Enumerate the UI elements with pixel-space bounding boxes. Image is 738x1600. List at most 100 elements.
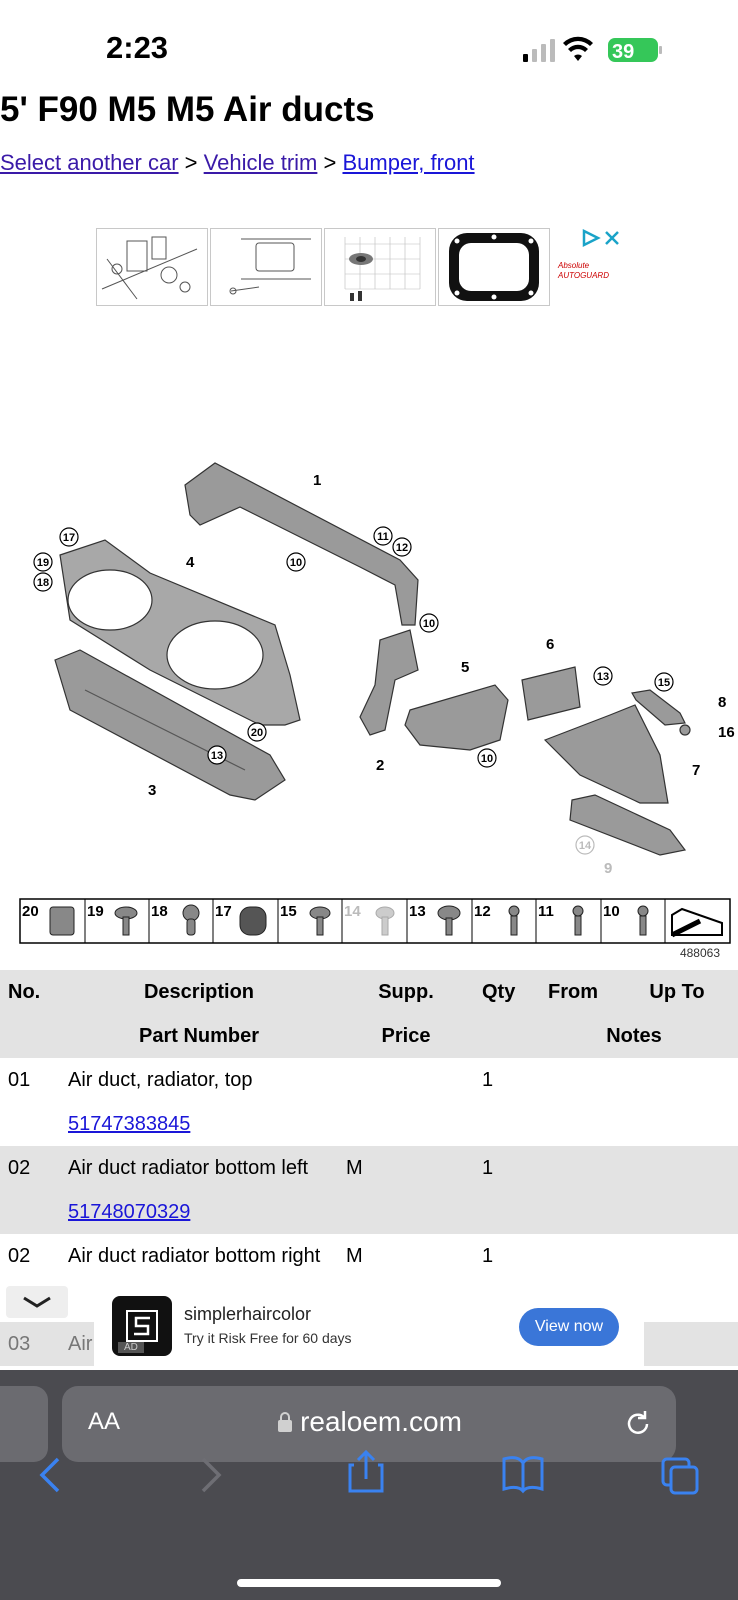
ad-choices-icon[interactable] (558, 228, 638, 248)
col-part-number: Part Number (60, 1014, 338, 1058)
part-number-link[interactable]: 51748070329 (68, 1200, 191, 1223)
svg-text:2: 2 (376, 757, 384, 774)
ad-badge: AD (118, 1342, 144, 1353)
breadcrumb-select-car-link[interactable]: Select another car (0, 150, 179, 175)
home-indicator (237, 1579, 501, 1587)
ad-brand[interactable]: Absolute AUTOGUARD (558, 228, 638, 304)
diagram-id: 488063 (680, 946, 720, 960)
svg-text:6: 6 (546, 636, 554, 653)
bookmarks-icon[interactable] (502, 1456, 544, 1494)
row-description: Air duct, radiator, top (68, 1068, 253, 1091)
col-no: No. (0, 970, 60, 1014)
breadcrumb-vehicle-trim-link[interactable]: Vehicle trim (203, 150, 318, 175)
svg-text:20: 20 (22, 903, 39, 920)
ad-title: simplerhaircolor (184, 1304, 312, 1324)
tabs-icon[interactable] (661, 1457, 699, 1495)
url-field[interactable]: realoem.com (62, 1406, 676, 1438)
text-size-button[interactable]: AA (88, 1408, 121, 1435)
row-supp: M (338, 1146, 474, 1190)
svg-text:17: 17 (215, 903, 232, 920)
col-notes: Notes (530, 1014, 738, 1058)
svg-text:3: 3 (148, 782, 156, 799)
status-icons: 39 (520, 34, 670, 71)
previous-tab-peek[interactable] (0, 1386, 48, 1462)
svg-text:11: 11 (538, 903, 554, 920)
svg-text:15: 15 (658, 677, 670, 689)
breadcrumb-bumper-front-link[interactable]: Bumper, front (342, 150, 475, 175)
status-time: 2:23 (106, 30, 169, 65)
svg-text:14: 14 (579, 840, 592, 852)
table-row: 02 Air duct radiator bottom left M 1 (0, 1146, 738, 1190)
svg-text:10: 10 (603, 903, 620, 920)
ad-app-icon[interactable]: AD (112, 1296, 172, 1356)
reload-icon[interactable] (622, 1408, 654, 1440)
overlay-ad[interactable]: AD simplerhaircolor Try it Risk Free for… (94, 1284, 644, 1368)
chevron-down-icon[interactable] (6, 1286, 68, 1318)
browser-toolbar: AA realoem.com (0, 1370, 738, 1600)
svg-text:7: 7 (692, 762, 700, 779)
svg-text:14: 14 (344, 903, 361, 920)
table-header-row: Part Number Price Notes (0, 1014, 738, 1058)
navigation-buttons (39, 1449, 699, 1495)
row-supp (338, 1058, 474, 1102)
row-qty: 1 (482, 1068, 494, 1091)
back-icon[interactable] (39, 1457, 60, 1493)
ad-brand-logo: Absolute AUTOGUARD (558, 261, 609, 280)
svg-text:1: 1 (313, 472, 321, 489)
col-from: From (530, 970, 616, 1014)
share-icon[interactable] (348, 1449, 384, 1493)
table-row: 51748070329 (0, 1190, 738, 1234)
row-qty: 1 (474, 1146, 530, 1190)
table-header-row: No. Description Supp. Qty From Up To (0, 970, 738, 1014)
col-qty: Qty (474, 970, 530, 1014)
svg-text:4: 4 (186, 554, 195, 571)
forward-icon[interactable] (201, 1457, 222, 1493)
part-number-link[interactable]: 51747383845 (68, 1112, 191, 1135)
status-bar: 2:23 39 (0, 0, 738, 100)
col-upto: Up To (616, 970, 738, 1014)
svg-text:19: 19 (37, 557, 49, 569)
svg-text:10: 10 (481, 753, 493, 765)
parts-table: No. Description Supp. Qty From Up To Par… (0, 970, 738, 1366)
col-supp: Supp. (338, 970, 474, 1014)
col-price: Price (338, 1014, 474, 1058)
svg-text:13: 13 (597, 671, 609, 683)
breadcrumb: Select another car > Vehicle trim > Bump… (0, 150, 475, 176)
svg-text:18: 18 (151, 903, 168, 920)
svg-text:8: 8 (718, 694, 726, 711)
svg-text:12: 12 (474, 903, 491, 920)
ad-logo-icon (126, 1310, 158, 1342)
svg-text:18: 18 (37, 577, 49, 589)
address-bar[interactable]: AA realoem.com (62, 1386, 676, 1462)
url-text: realoem.com (300, 1406, 462, 1437)
row-qty: 1 (482, 1244, 494, 1267)
svg-text:11: 11 (377, 531, 389, 543)
table-row: 51747383845 (0, 1102, 738, 1146)
svg-text:10: 10 (423, 618, 435, 630)
ad-product-image[interactable] (324, 228, 436, 306)
svg-text:20: 20 (251, 727, 263, 739)
row-supp: M (346, 1244, 363, 1267)
ad-subtitle: Try it Risk Free for 60 days (184, 1330, 352, 1346)
table-row: 01 Air duct, radiator, top 1 (0, 1058, 738, 1102)
svg-text:13: 13 (211, 750, 223, 762)
svg-text:15: 15 (280, 903, 297, 920)
ad-collapse-button[interactable] (6, 1286, 68, 1318)
svg-text:10: 10 (290, 557, 302, 569)
row-no: 01 (8, 1068, 31, 1091)
ad-banner[interactable]: Absolute AUTOGUARD (96, 228, 640, 308)
view-now-button[interactable]: View now (519, 1308, 619, 1346)
col-description: Description (60, 970, 338, 1014)
svg-text:5: 5 (461, 659, 469, 676)
row-no: 03 (0, 1322, 60, 1366)
svg-text:13: 13 (409, 903, 426, 920)
svg-text:16: 16 (718, 724, 735, 741)
ad-product-image[interactable] (438, 228, 550, 306)
ad-product-image[interactable] (210, 228, 322, 306)
signal-wifi-battery-icons: 39 (523, 36, 662, 63)
ad-product-image[interactable] (96, 228, 208, 306)
table-row: 02 Air duct radiator bottom right M 1 (0, 1234, 738, 1278)
row-description: Air duct radiator bottom left (60, 1146, 338, 1190)
row-no: 02 (8, 1244, 31, 1267)
